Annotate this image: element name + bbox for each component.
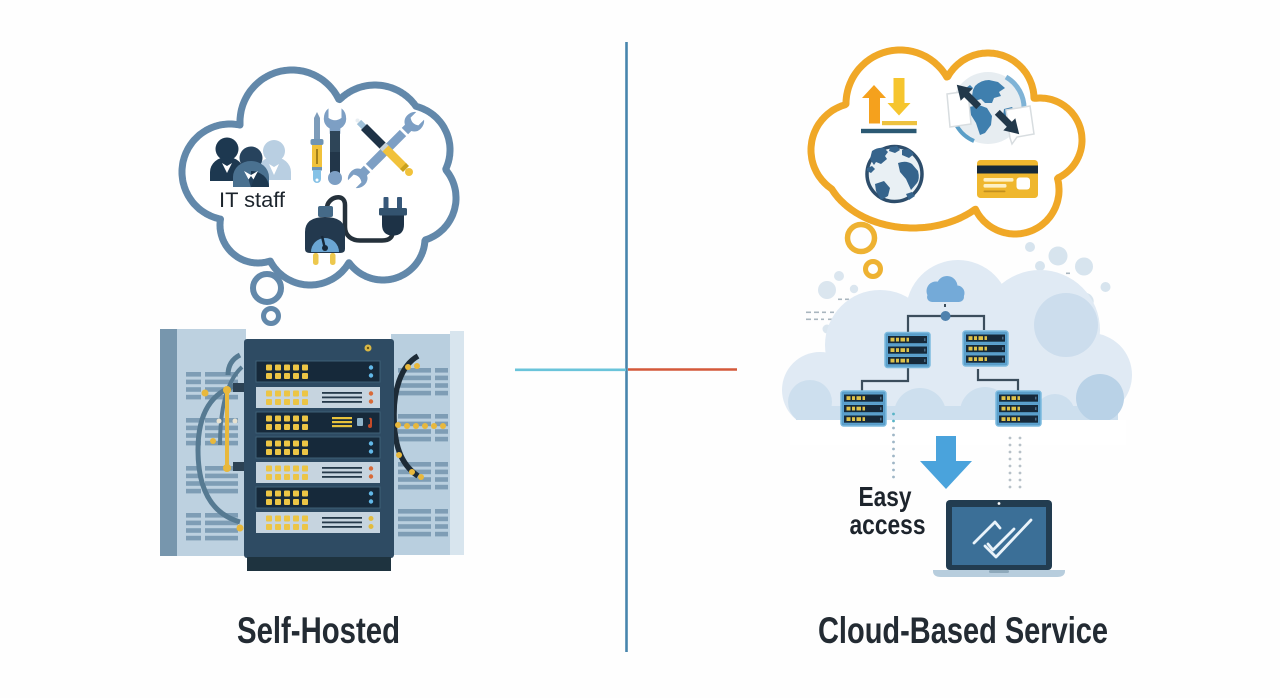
svg-text:Cloud-Based Service: Cloud-Based Service bbox=[818, 610, 1108, 651]
svg-text:IT staff: IT staff bbox=[219, 189, 285, 212]
svg-text:Easy: Easy bbox=[859, 481, 912, 512]
svg-text:access: access bbox=[850, 509, 926, 540]
svg-text:Self-Hosted: Self-Hosted bbox=[237, 610, 400, 651]
